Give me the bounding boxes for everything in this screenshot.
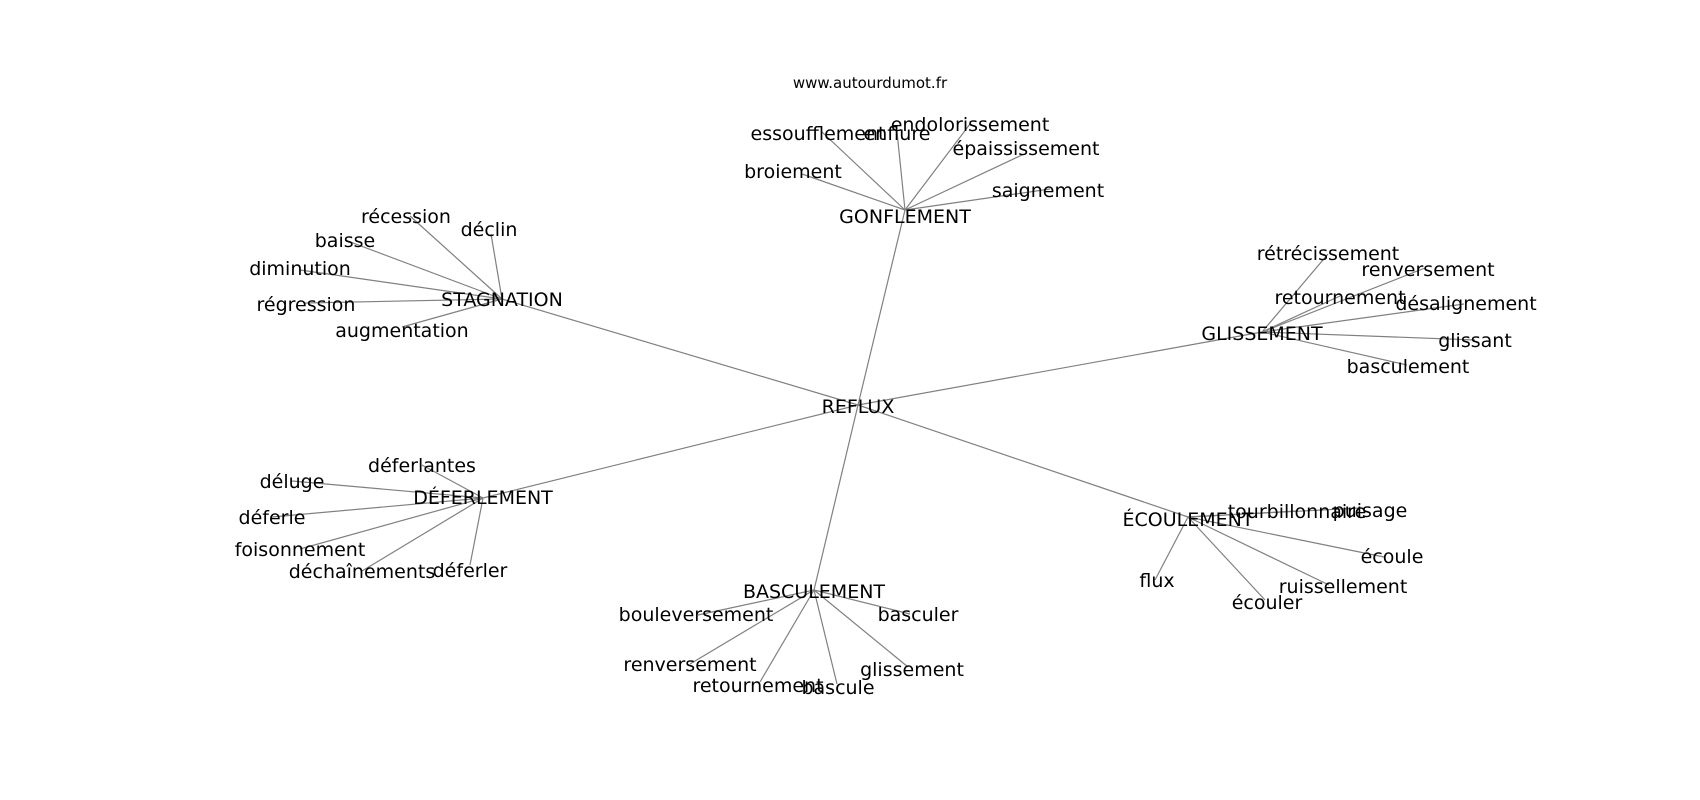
site-url: www.autourdumot.fr bbox=[793, 74, 948, 92]
edge-basculement-leaf-1 bbox=[813, 589, 911, 615]
leaf-node-basculement-2: renversement bbox=[623, 654, 756, 676]
leaf-node-basculement-0: bouleversement bbox=[619, 604, 774, 626]
edge-gonflement-leaf-5 bbox=[904, 188, 1051, 211]
edge-gonflement-leaf-2 bbox=[896, 131, 906, 211]
edge-reflux-ecoulement bbox=[857, 404, 1189, 518]
edge-glissement-leaf-1 bbox=[1261, 267, 1426, 333]
leaf-node-deferlement-1: déluge bbox=[260, 471, 325, 493]
edge-basculement-leaf-3 bbox=[759, 589, 815, 683]
edge-deferlement-leaf-1 bbox=[291, 480, 484, 499]
branch-node-stagnation: STAGNATION bbox=[441, 289, 563, 311]
edge-ecoulement-leaf-5 bbox=[1187, 516, 1266, 601]
edge-deferlement-leaf-3 bbox=[299, 497, 484, 550]
leaf-node-glissement-2: retournement bbox=[1274, 287, 1405, 309]
branch-node-glissement: GLISSEMENT bbox=[1201, 323, 1323, 345]
branch-node-gonflement: GONFLEMENT bbox=[839, 206, 971, 228]
leaf-node-glissement-3: désalignement bbox=[1395, 293, 1536, 315]
leaf-node-stagnation-1: déclin bbox=[461, 219, 518, 241]
edge-glissement-leaf-5 bbox=[1261, 331, 1408, 366]
leaf-node-deferlement-5: déferler bbox=[433, 560, 508, 582]
edge-deferlement-leaf-4 bbox=[361, 497, 484, 572]
branch-node-ecoulement: ÉCOULEMENT bbox=[1123, 508, 1254, 531]
edge-glissement-leaf-2 bbox=[1261, 295, 1341, 333]
edge-stagnation-leaf-4 bbox=[304, 298, 503, 304]
edge-stagnation-leaf-2 bbox=[344, 239, 503, 300]
leaf-node-ecoulement-2: écoule bbox=[1361, 546, 1424, 568]
leaf-node-basculement-3: retournement bbox=[692, 675, 823, 697]
edge-ecoulement-leaf-2 bbox=[1187, 516, 1385, 558]
leaf-node-gonflement-3: endolorissement bbox=[891, 114, 1050, 136]
edge-basculement-leaf-4 bbox=[813, 589, 838, 685]
edge-glissement-leaf-4 bbox=[1261, 331, 1476, 341]
leaf-node-ecoulement-3: flux bbox=[1139, 570, 1174, 592]
edge-gonflement-leaf-4 bbox=[904, 154, 1023, 211]
edge-deferlement-leaf-5 bbox=[469, 497, 484, 566]
edge-ecoulement-leaf-4 bbox=[1187, 516, 1330, 586]
leaf-node-stagnation-5: augmentation bbox=[335, 320, 468, 342]
edge-reflux-deferlement bbox=[482, 404, 859, 499]
edge-ecoulement-leaf-1 bbox=[1187, 507, 1361, 518]
edge-glissement-leaf-0 bbox=[1261, 253, 1329, 333]
graph-edges bbox=[271, 123, 1476, 685]
leaf-node-ecoulement-0: tourbillonnaire bbox=[1228, 501, 1367, 523]
leaf-node-stagnation-2: baisse bbox=[315, 230, 375, 252]
edge-reflux-glissement bbox=[857, 331, 1263, 406]
edge-basculement-leaf-0 bbox=[697, 589, 815, 616]
leaf-node-stagnation-3: diminution bbox=[249, 258, 351, 280]
edge-stagnation-leaf-1 bbox=[490, 233, 503, 300]
leaf-node-gonflement-4: épaississement bbox=[953, 138, 1100, 160]
edge-gonflement-leaf-3 bbox=[904, 123, 971, 211]
leaf-node-deferlement-3: foisonnement bbox=[235, 539, 366, 561]
leaf-node-ecoulement-5: écouler bbox=[1232, 592, 1303, 614]
center-node-label: REFLUX bbox=[822, 396, 895, 418]
leaf-node-gonflement-0: broiement bbox=[744, 161, 842, 183]
edge-ecoulement-leaf-3 bbox=[1154, 516, 1189, 581]
edge-reflux-gonflement bbox=[857, 209, 906, 406]
leaf-node-gonflement-5: saignement bbox=[992, 180, 1104, 202]
edge-stagnation-leaf-0 bbox=[409, 215, 503, 300]
edge-deferlement-leaf-0 bbox=[421, 464, 484, 499]
leaf-node-gonflement-1: essoufflement bbox=[751, 123, 886, 145]
edge-reflux-basculement bbox=[813, 404, 859, 591]
leaf-node-ecoulement-1: puisage bbox=[1333, 500, 1408, 522]
leaf-node-stagnation-4: régression bbox=[257, 294, 356, 316]
graph-labels: www.autourdumot.fr REFLUX GONFLEMENT broi… bbox=[235, 74, 1537, 699]
edge-stagnation-leaf-3 bbox=[299, 269, 503, 300]
edge-gonflement-leaf-1 bbox=[821, 131, 906, 211]
leaf-node-glissement-1: renversement bbox=[1361, 259, 1494, 281]
edge-stagnation-leaf-5 bbox=[401, 298, 503, 328]
leaf-node-basculement-5: glissement bbox=[860, 659, 964, 681]
edge-gonflement-leaf-0 bbox=[801, 173, 906, 211]
leaf-node-basculement-1: basculer bbox=[878, 604, 959, 626]
edge-reflux-stagnation bbox=[501, 298, 859, 406]
edge-deferlement-leaf-2 bbox=[271, 497, 484, 518]
leaf-node-stagnation-0: récession bbox=[361, 206, 451, 228]
edge-basculement-leaf-2 bbox=[689, 589, 815, 665]
leaf-node-gonflement-2: enflure bbox=[864, 123, 931, 145]
edge-basculement-leaf-5 bbox=[813, 589, 909, 668]
branch-node-deferlement: DÉFERLEMENT bbox=[413, 486, 553, 509]
leaf-node-ecoulement-4: ruissellement bbox=[1279, 576, 1408, 598]
edge-glissement-leaf-3 bbox=[1261, 303, 1465, 333]
leaf-node-glissement-4: glissant bbox=[1438, 330, 1512, 352]
leaf-node-basculement-4: bascule bbox=[801, 677, 874, 699]
leaf-node-deferlement-0: déferlantes bbox=[368, 455, 476, 477]
leaf-node-deferlement-4: déchaînements bbox=[289, 561, 435, 583]
branch-node-basculement: BASCULEMENT bbox=[743, 581, 885, 603]
leaf-node-deferlement-2: déferle bbox=[239, 507, 306, 529]
leaf-node-glissement-0: rétrécissement bbox=[1257, 243, 1400, 265]
leaf-node-glissement-5: basculement bbox=[1347, 356, 1470, 378]
